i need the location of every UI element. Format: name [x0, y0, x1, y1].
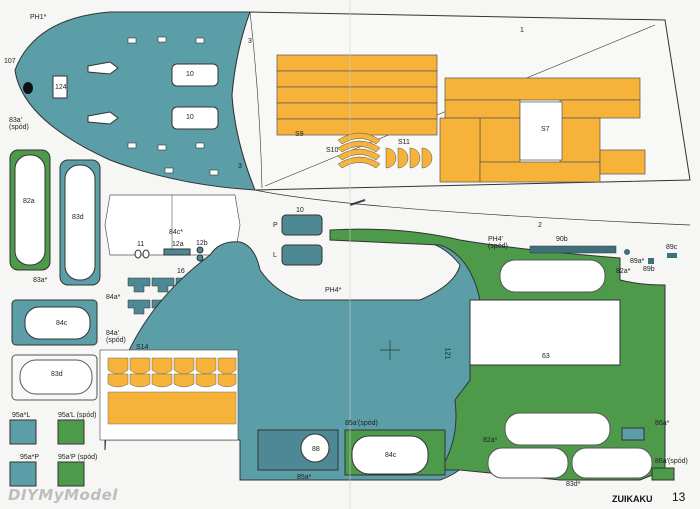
deck-lower-line	[254, 189, 691, 226]
label-10a: 10	[186, 71, 194, 78]
label-3a: 3	[248, 38, 252, 45]
part-95aL	[9, 419, 37, 445]
label-s10: S10	[326, 147, 339, 154]
label-90b: 90b	[556, 236, 568, 243]
part-10-a	[171, 63, 219, 87]
label-ph4: PH4*	[325, 287, 342, 294]
label-107: 107	[4, 58, 16, 65]
label-82a: 82a	[23, 198, 35, 205]
part-95aP-spod	[57, 461, 85, 487]
label-95aP: 95a*P	[20, 454, 40, 461]
label-124: 124	[55, 84, 67, 91]
label-85a-spod: 85a'(spód)	[345, 420, 378, 427]
page-number: 13	[672, 490, 686, 504]
watermark: DIYMyModel	[8, 486, 118, 504]
label-ph4-spod: PH4' (spód)	[488, 236, 508, 250]
label-83d-star: 83d*	[566, 481, 581, 488]
deck-strip	[349, 199, 366, 206]
label-82a-star: 82a*	[616, 268, 631, 275]
label-95aL: 95a*L	[12, 412, 31, 419]
label-82a-bot: 82a*	[483, 437, 498, 444]
label-s7: S7	[541, 126, 550, 133]
part-90b	[529, 245, 617, 254]
label-63: 63	[542, 353, 550, 360]
label-2: 2	[538, 222, 542, 229]
bow-fitting-b	[87, 111, 119, 125]
label-83a-star: 83a*	[33, 277, 48, 284]
label-88: 88	[312, 446, 320, 453]
label-1: 1	[520, 27, 524, 34]
label-83d: 83d	[72, 214, 84, 221]
label-10b: 10	[186, 114, 194, 121]
label-l: L	[273, 252, 277, 259]
label-s14: S14	[136, 344, 149, 351]
part-95aL-spod	[57, 419, 85, 445]
label-95aP-spod: 95a'P (spód)	[58, 454, 98, 461]
label-84a-spod: 84a' (spód)	[106, 330, 126, 344]
label-86a-spod: 86a'(spód)	[655, 458, 688, 465]
label-89b: 89b	[643, 266, 655, 273]
part-107	[23, 82, 33, 94]
label-89a: 89a*	[630, 258, 645, 265]
label-84c-left: 84c	[56, 320, 68, 327]
label-89c: 89c	[666, 244, 678, 251]
label-p: P	[273, 222, 278, 229]
part-86a-spod	[651, 467, 675, 481]
label-11: 11	[137, 241, 145, 248]
part-63	[469, 299, 621, 366]
label-85a-star: 85a*	[297, 474, 312, 481]
label-12a: 12a	[172, 241, 184, 248]
label-121: 121	[443, 347, 451, 360]
label-s9: S9	[295, 131, 304, 138]
label-84a-star: 84a*	[106, 294, 121, 301]
label-12b: 12b	[196, 240, 208, 247]
label-84c-bot: 84c	[385, 452, 397, 459]
label-16: 16	[177, 268, 185, 275]
label-84c-top: 84c*	[169, 229, 184, 236]
label-3b: 3	[238, 163, 242, 170]
label-10c: 10	[296, 207, 304, 214]
label-s11: S11	[398, 139, 410, 146]
deck-inner-line	[249, 11, 263, 189]
bow-fitting-a	[87, 61, 119, 75]
elevator-s7	[519, 101, 563, 161]
part-10-b	[171, 106, 219, 130]
part-124	[52, 75, 68, 99]
brand-name: ZUIKAKU	[612, 494, 653, 504]
label-83d-b: 83d	[51, 371, 63, 378]
label-86a: 86a*	[655, 420, 670, 427]
label-95aL-spod: 95a'L (spód)	[58, 412, 97, 419]
part-95aP	[9, 461, 37, 487]
part-86a	[621, 427, 645, 441]
label-ph1: PH1*	[30, 14, 47, 21]
label-83a-spod: 83a' (spód)	[9, 117, 29, 131]
